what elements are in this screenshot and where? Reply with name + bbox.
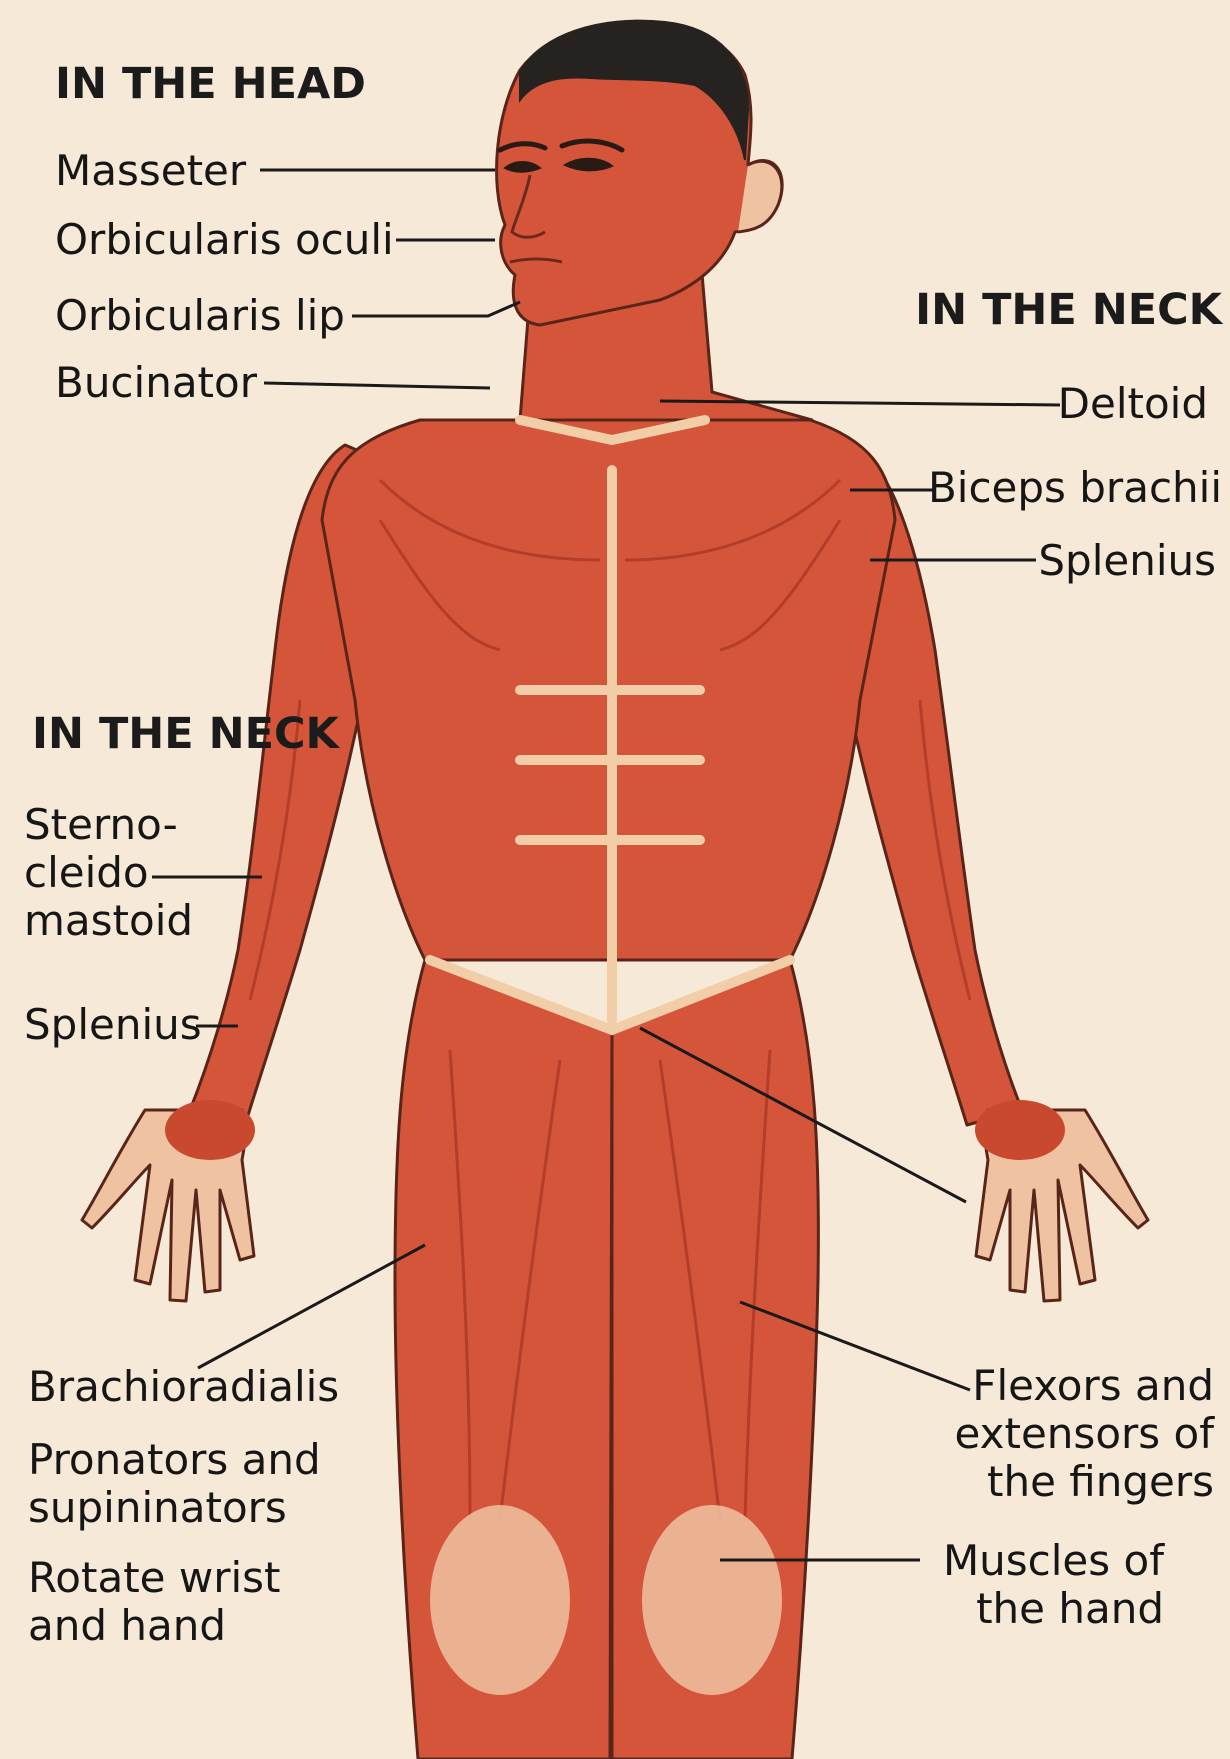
label-hand-line-1: Muscles of — [943, 1537, 1164, 1585]
label-orbicularis-lip: Orbicularis lip — [55, 292, 345, 340]
label-sterno-line-2: cleido — [24, 849, 193, 897]
label-flexors-line-1: Flexors and — [955, 1362, 1214, 1410]
heading-in-the-head: IN THE HEAD — [55, 59, 366, 109]
label-biceps-brachii: Biceps brachii — [928, 464, 1222, 512]
label-sterno-line-1: Sterno- — [24, 801, 193, 849]
label-sterno-line-3: mastoid — [24, 897, 193, 945]
label-pronators-line-1: Pronators and — [28, 1436, 321, 1484]
label-deltoid: Deltoid — [1058, 380, 1208, 428]
label-flexors-and-extensors: Flexors and extensors of the fingers — [955, 1362, 1214, 1506]
left-wrist — [165, 1100, 255, 1160]
right-knee — [642, 1505, 782, 1695]
label-rotate-wrist-and-hand: Rotate wrist and hand — [28, 1554, 281, 1650]
label-masseter: Masseter — [55, 147, 246, 195]
label-muscles-of-the-hand: Muscles of the hand — [943, 1537, 1164, 1633]
label-sterno-cleido-mastoid: Sterno- cleido mastoid — [24, 801, 193, 945]
label-splenius-left: Splenius — [24, 1001, 202, 1049]
label-rotate-line-1: Rotate wrist — [28, 1554, 281, 1602]
label-brachioradialis: Brachioradialis — [28, 1363, 339, 1411]
label-flexors-line-3: the fingers — [955, 1458, 1214, 1506]
label-bucinator: Bucinator — [55, 359, 257, 407]
label-hand-line-2: the hand — [943, 1585, 1164, 1633]
label-rotate-line-2: and hand — [28, 1602, 281, 1650]
label-flexors-line-2: extensors of — [955, 1410, 1214, 1458]
label-pronators-and-supininators: Pronators and supininators — [28, 1436, 321, 1532]
left-knee — [430, 1505, 570, 1695]
heading-in-the-neck-right: IN THE NECK — [915, 285, 1222, 335]
right-wrist — [975, 1100, 1065, 1160]
label-pronators-line-2: supininators — [28, 1484, 321, 1532]
label-splenius-right: Splenius — [1038, 537, 1216, 585]
heading-in-the-neck-left: IN THE NECK — [32, 709, 339, 759]
label-orbicularis-oculi: Orbicularis oculi — [55, 216, 394, 264]
